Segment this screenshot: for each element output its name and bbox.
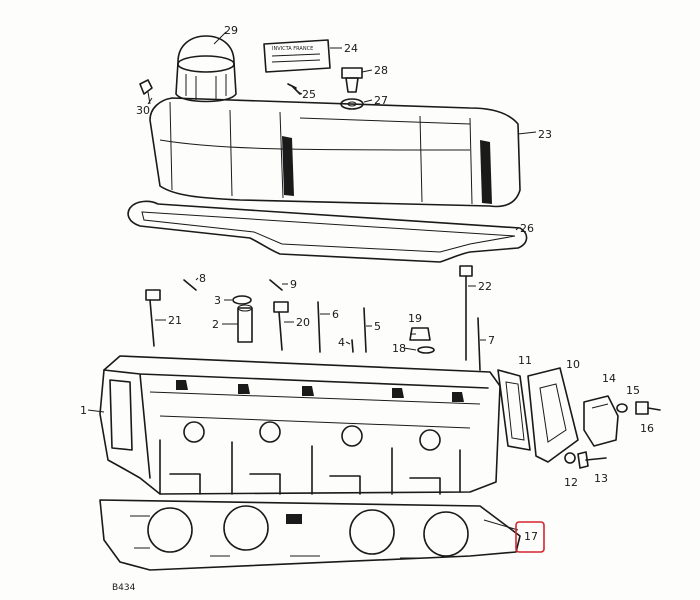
callout-3: 3 [214, 294, 221, 307]
callout-23: 23 [538, 128, 552, 141]
plate-text: INVICTA FRANCE [272, 46, 313, 52]
cap-nut [341, 67, 363, 93]
stud-5 [363, 307, 367, 353]
washer-12 [564, 452, 576, 464]
callout-13: 13 [594, 472, 608, 485]
bolt-22 [459, 265, 473, 361]
callout-11: 11 [518, 354, 532, 367]
stud-9 [269, 279, 283, 291]
callout-29: 29 [224, 24, 238, 37]
callout-15: 15 [626, 384, 640, 397]
water-outlet-10 [527, 367, 579, 463]
stud-8 [183, 279, 197, 291]
bolt-13 [577, 451, 607, 469]
callout-20: 20 [296, 316, 310, 329]
washer-18 [417, 346, 435, 354]
callout-28: 28 [374, 64, 388, 77]
thermostat-housing [583, 395, 619, 447]
callout-18: 18 [392, 342, 406, 355]
callout-21: 21 [168, 314, 182, 327]
spacer-2 [237, 304, 253, 343]
leader-lines [87, 31, 537, 531]
callout-26: 26 [520, 222, 534, 235]
name-plate: INVICTA FRANCE [263, 39, 331, 73]
highlight-box-17 [515, 521, 545, 553]
callout-8: 8 [199, 272, 206, 285]
bolt-16 [635, 401, 661, 415]
callout-1: 1 [80, 404, 87, 417]
washer-27 [340, 98, 364, 110]
callout-19: 19 [408, 312, 422, 325]
callout-5: 5 [374, 320, 381, 333]
washer-3 [232, 295, 252, 305]
callout-27: 27 [374, 94, 388, 107]
callout-4: 4 [338, 336, 345, 349]
gasket-11 [497, 369, 531, 451]
callout-30: 30 [136, 104, 150, 117]
callout-17: 17 [524, 530, 538, 543]
stud-4 [351, 339, 354, 353]
callout-22: 22 [478, 280, 492, 293]
stud-6 [317, 301, 321, 353]
callout-14: 14 [602, 372, 616, 385]
callout-7: 7 [488, 334, 495, 347]
callout-12: 12 [564, 476, 578, 489]
bolt-21 [145, 289, 161, 347]
cylinder-head [99, 355, 501, 495]
head-gasket [99, 499, 521, 571]
washer-15 [616, 403, 628, 413]
callout-6: 6 [332, 308, 339, 321]
callout-9: 9 [290, 278, 297, 291]
nut-19 [409, 327, 431, 341]
bolt-20 [273, 301, 289, 351]
oil-filler-cap [175, 35, 237, 103]
callout-16: 16 [640, 422, 654, 435]
rocker-cover-gasket [127, 200, 528, 263]
callout-25: 25 [302, 88, 316, 101]
rocker-cover [149, 97, 521, 208]
callouts: 29 24 28 27 25 30 23 26 8 9 3 21 2 20 6 … [80, 24, 654, 543]
callout-10: 10 [566, 358, 580, 371]
callout-24: 24 [344, 42, 358, 55]
callout-2: 2 [212, 318, 219, 331]
figure-id: B434 [112, 583, 136, 593]
stud-7 [477, 317, 481, 371]
